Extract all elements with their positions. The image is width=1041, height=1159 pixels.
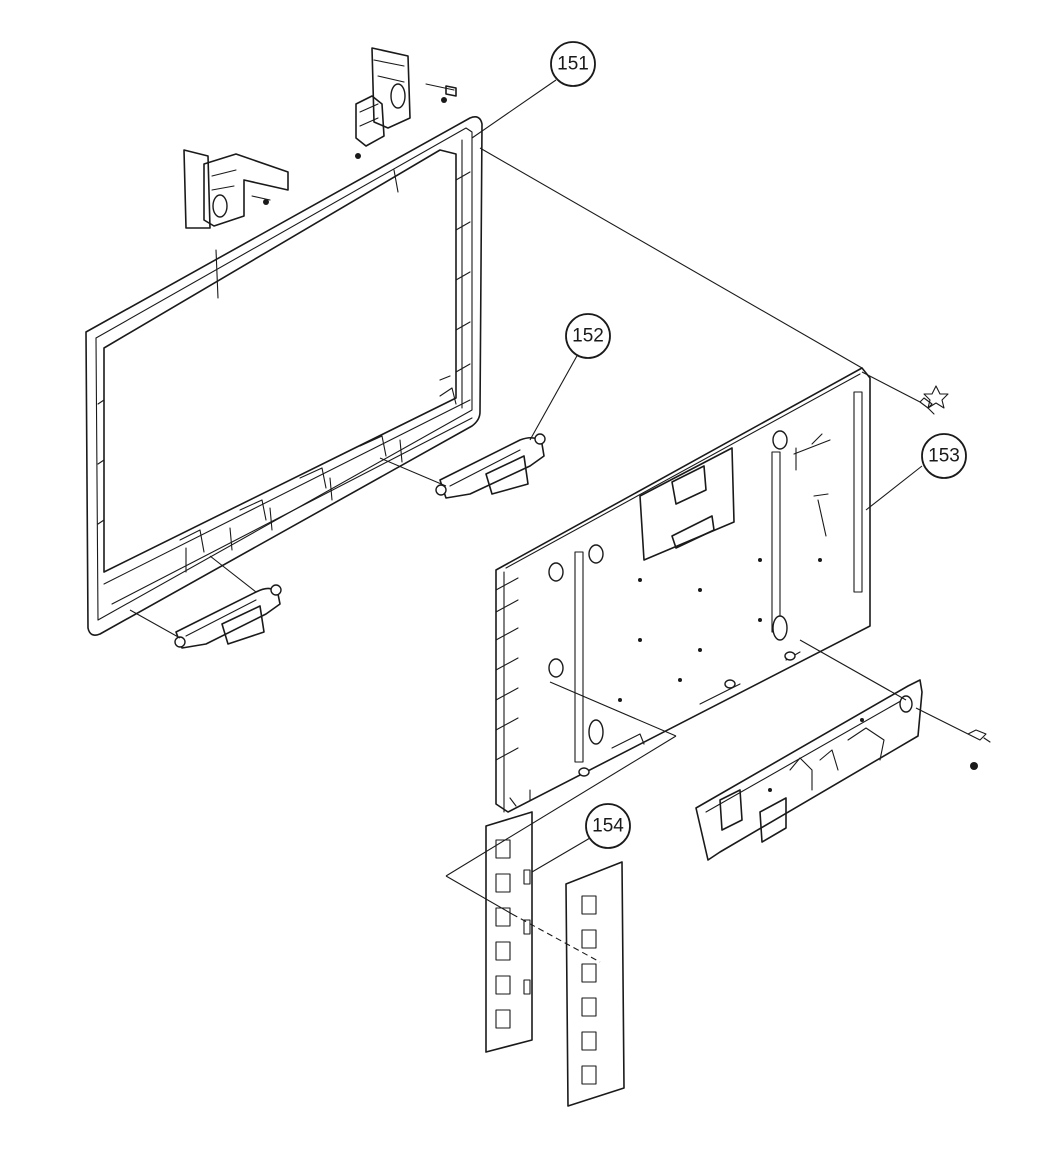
stand-foot-left: [174, 584, 282, 649]
callout-151-label: 151: [557, 54, 589, 75]
screw-bottom: [967, 729, 991, 770]
callout-152: 152: [529, 313, 611, 441]
front-bezel: [85, 116, 483, 636]
callout-151: 151: [471, 41, 596, 139]
side-bracket: [695, 679, 923, 861]
callout-154-label: 154: [592, 816, 624, 837]
callout-154: 154: [531, 803, 631, 873]
shield-plate-rear: [565, 861, 625, 1107]
screw-top: [919, 385, 949, 415]
hinge-bracket-left: [183, 149, 289, 229]
star-mark-icon: [923, 385, 949, 409]
rear-chassis-panel: [495, 367, 871, 813]
shield-plate-front: [485, 811, 533, 1053]
callout-153-label: 153: [928, 446, 960, 467]
hinge-bracket-right: [355, 47, 457, 159]
callout-153: 153: [865, 433, 967, 511]
stand-foot-right: [435, 433, 546, 499]
callout-152-label: 152: [572, 326, 604, 347]
